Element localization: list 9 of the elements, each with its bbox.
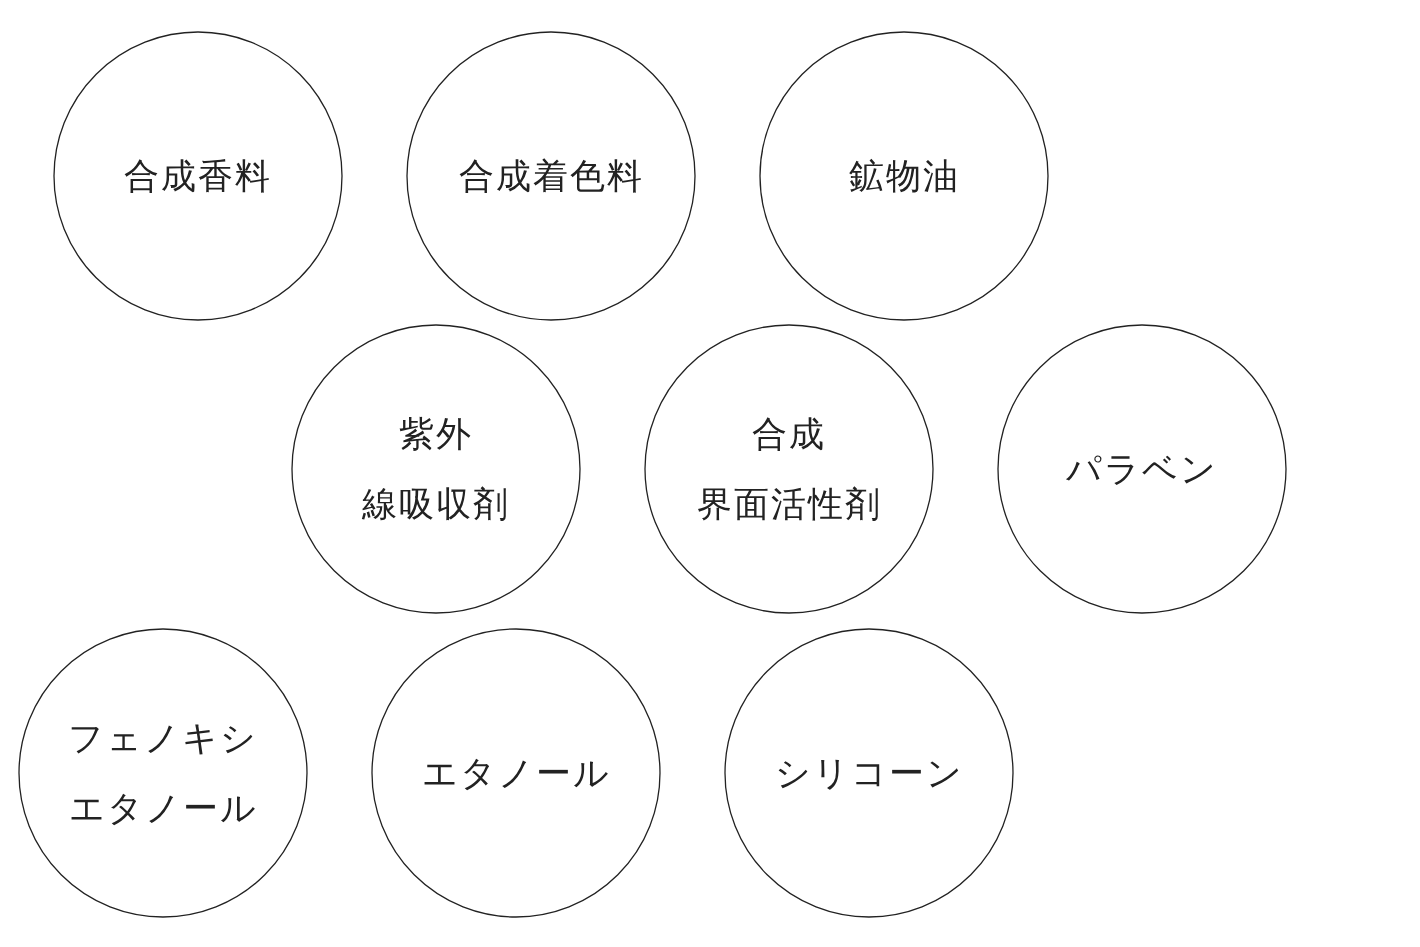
circle-label: 合成着色料	[458, 155, 644, 198]
circle-label: 紫外線吸収剤	[362, 413, 510, 526]
circle-label: 合成香料	[124, 155, 272, 198]
circle-label: パラベン	[1066, 448, 1218, 491]
circle-label: フェノキシエタノール	[68, 717, 258, 830]
circle-label: シリコーン	[774, 752, 964, 795]
circle-label: 鉱物油	[848, 155, 960, 198]
circle-label: エタノール	[421, 752, 611, 795]
circle-label: 合成界面活性剤	[696, 413, 882, 526]
